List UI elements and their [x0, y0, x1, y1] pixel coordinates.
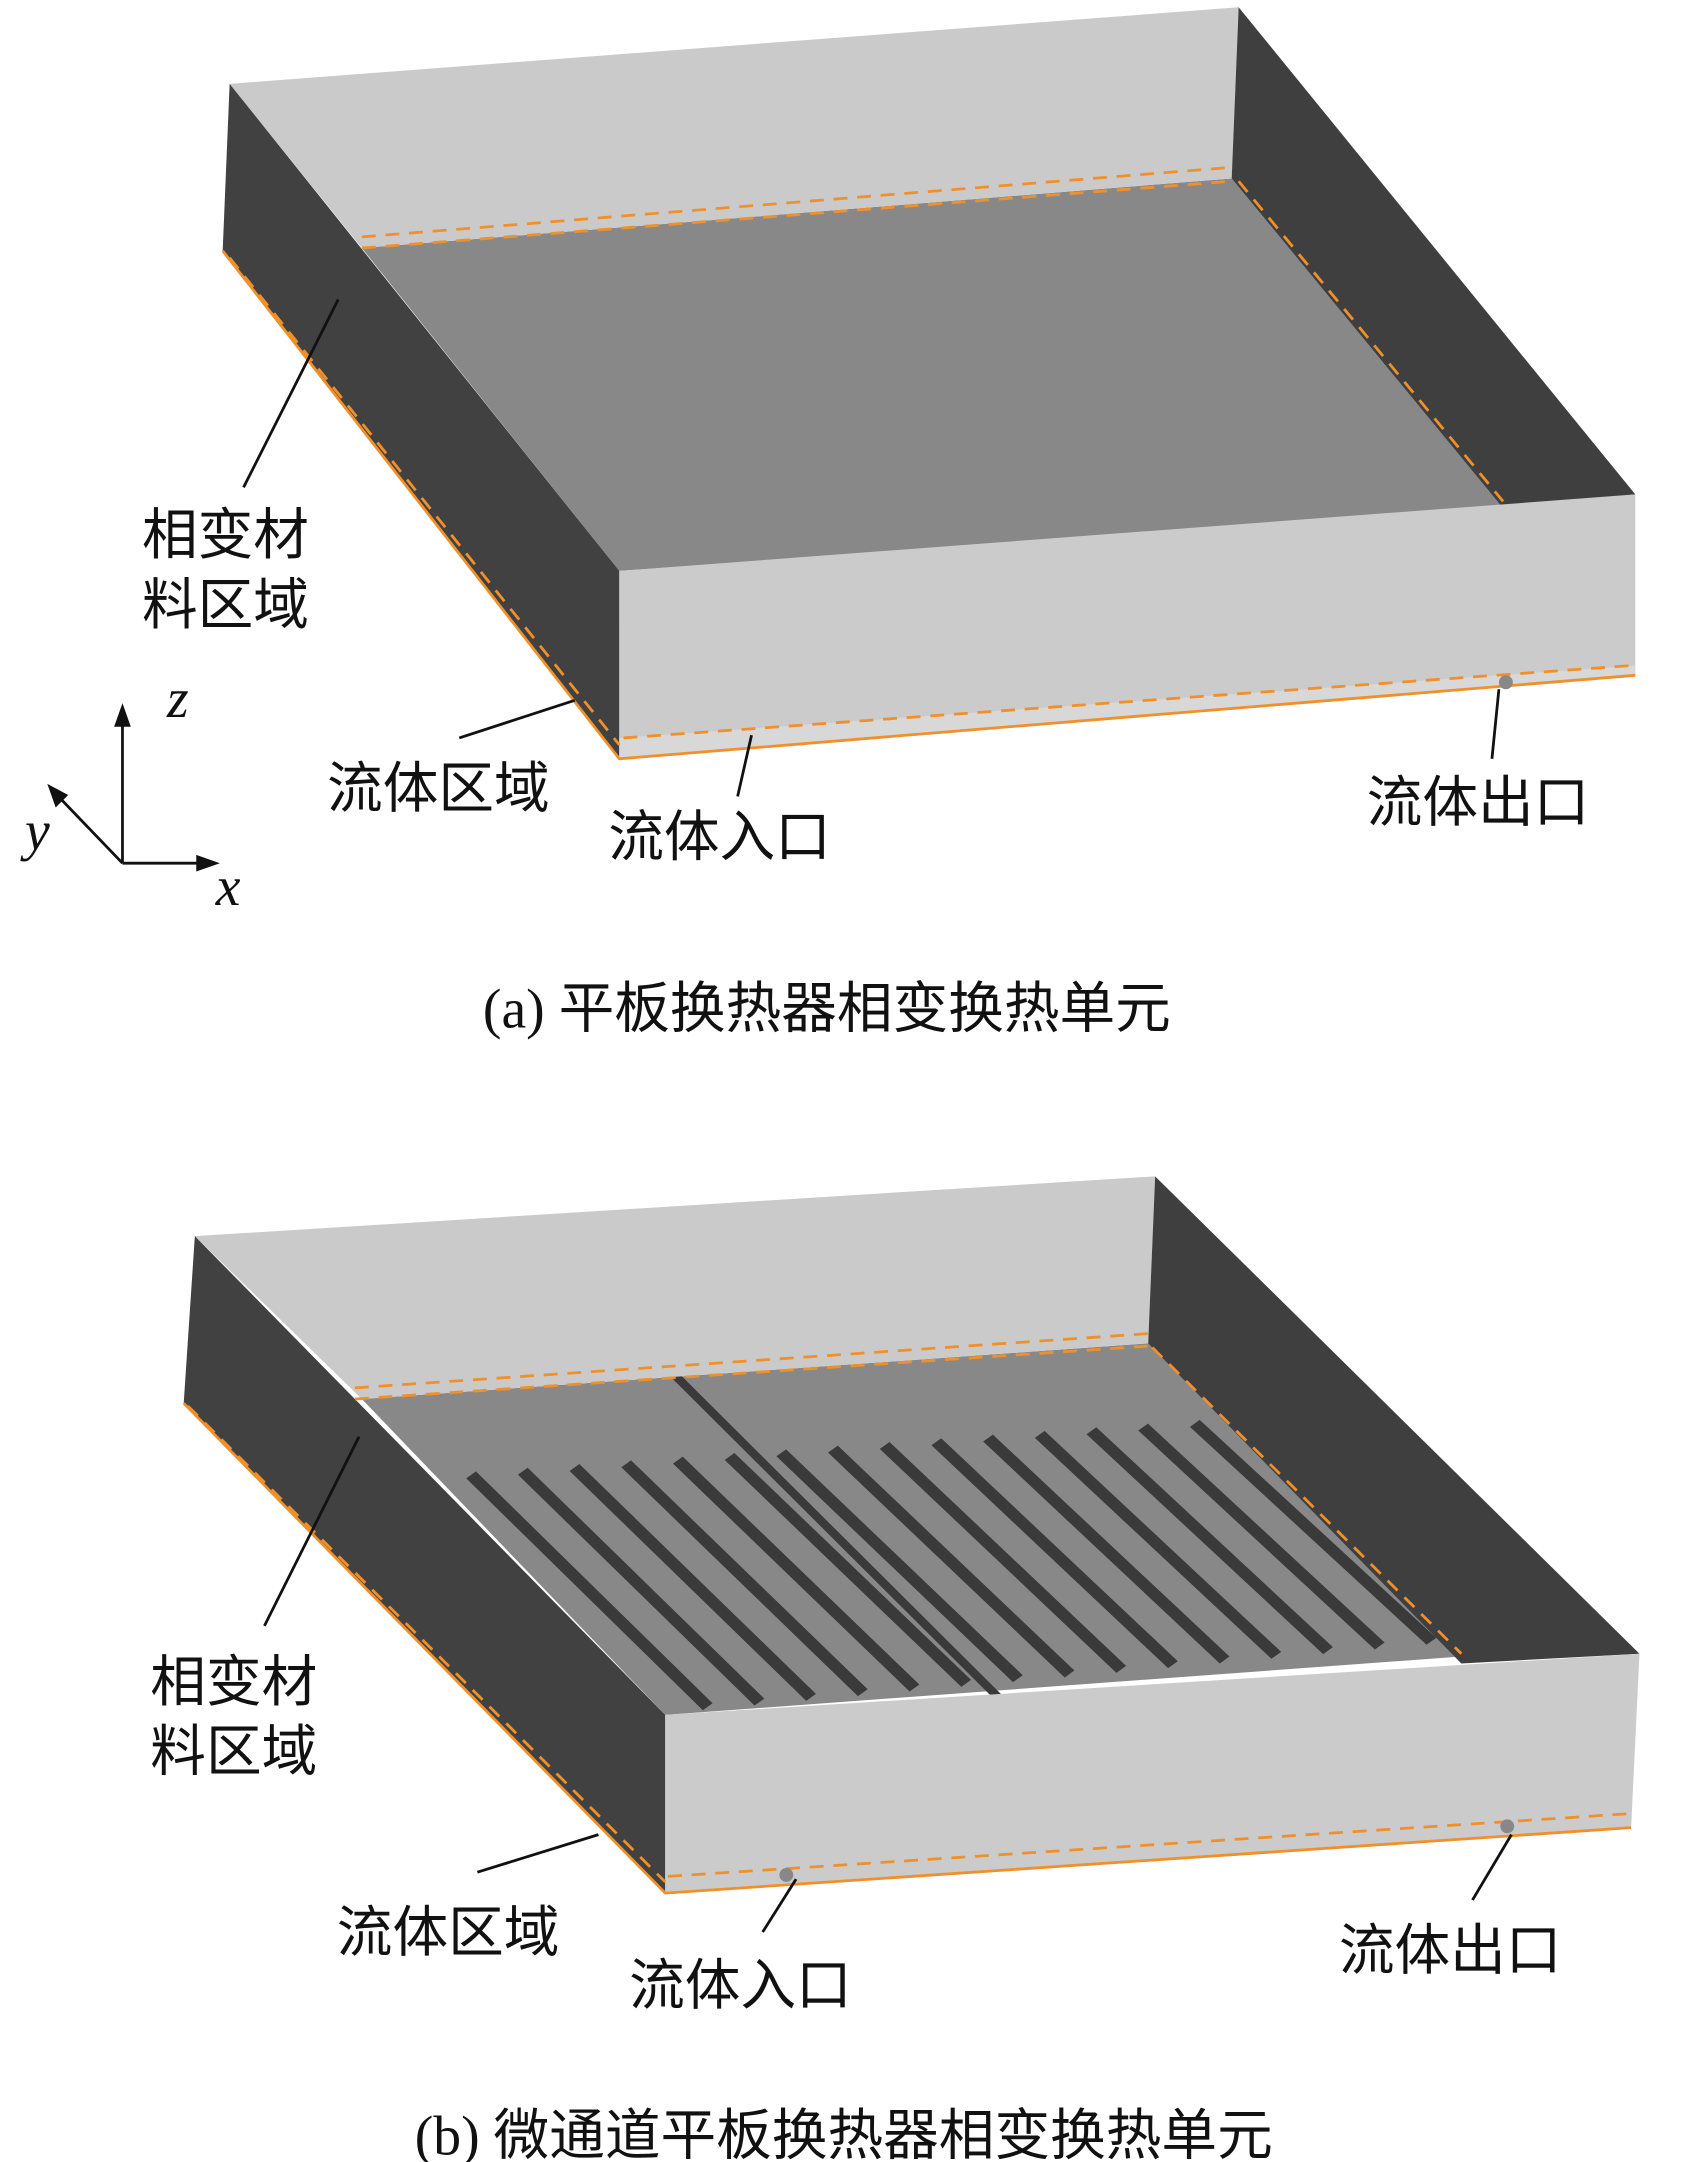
outlet-port: [1500, 1819, 1515, 1834]
fluid-region-label: 流体区域: [337, 1901, 560, 1966]
fin: [1138, 1423, 1385, 1650]
panel-a-labels: 相变材 料区域 流体区域 流体入口 流体出口 z x y (a) 平板换热器相变…: [20, 298, 1590, 1040]
outlet-label: 流体出口: [1367, 770, 1590, 835]
pcm-label-line2: 料区域: [142, 573, 309, 638]
inlet-port: [779, 1868, 794, 1882]
fin: [828, 1445, 1075, 1678]
pcm-label-line1: 相变材: [150, 1650, 317, 1715]
back-wall: [194, 1176, 1156, 1400]
outlet-label: 流体出口: [1339, 1919, 1562, 1984]
right-wall: [1148, 1176, 1640, 1664]
fin: [879, 1441, 1127, 1673]
front-wall: [665, 1653, 1640, 1894]
inlet-label: 流体入口: [608, 805, 831, 870]
fin: [621, 1460, 868, 1697]
fin: [517, 1467, 765, 1706]
panel-b-model: [182, 1176, 1640, 1895]
caption-a: (a) 平板换热器相变换热单元: [483, 978, 1171, 1040]
caption-b: (b) 微通道平板换热器相变换热单元: [415, 2106, 1273, 2162]
inlet-label: 流体入口: [629, 1953, 852, 2018]
fluid-strip: [619, 665, 1636, 759]
y-axis-label: y: [20, 800, 50, 862]
fin: [1189, 1419, 1437, 1645]
pcm-label-line2: 料区域: [150, 1720, 317, 1785]
z-axis-label: z: [166, 668, 189, 730]
left-wall: [183, 1236, 666, 1894]
fin: [724, 1452, 972, 1687]
fin: [466, 1471, 713, 1711]
fin: [776, 1449, 1023, 1683]
fin: [1086, 1427, 1333, 1655]
fin: [569, 1464, 816, 1701]
fin: [673, 1456, 920, 1692]
right-wall: [1231, 7, 1636, 509]
left-wall: [222, 83, 620, 759]
fin: [931, 1438, 1178, 1669]
x-axis-label: x: [215, 856, 241, 918]
fin: [983, 1434, 1230, 1664]
outlet-port: [1498, 675, 1513, 690]
center-fin: [665, 1365, 1005, 1704]
micro-channel-fins: [466, 1365, 1437, 1711]
axis-triad: z x y: [20, 668, 241, 918]
panel-b-labels: 相变材 料区域 流体区域 流体入口 流体出口 (b) 微通道平板换热器相变换热单…: [150, 1435, 1562, 2162]
floor: [361, 178, 1504, 571]
panel-a-model: [221, 7, 1636, 761]
fin: [1034, 1430, 1282, 1659]
fluid-region-label: 流体区域: [327, 757, 550, 822]
pcm-label-line1: 相变材: [142, 503, 309, 568]
